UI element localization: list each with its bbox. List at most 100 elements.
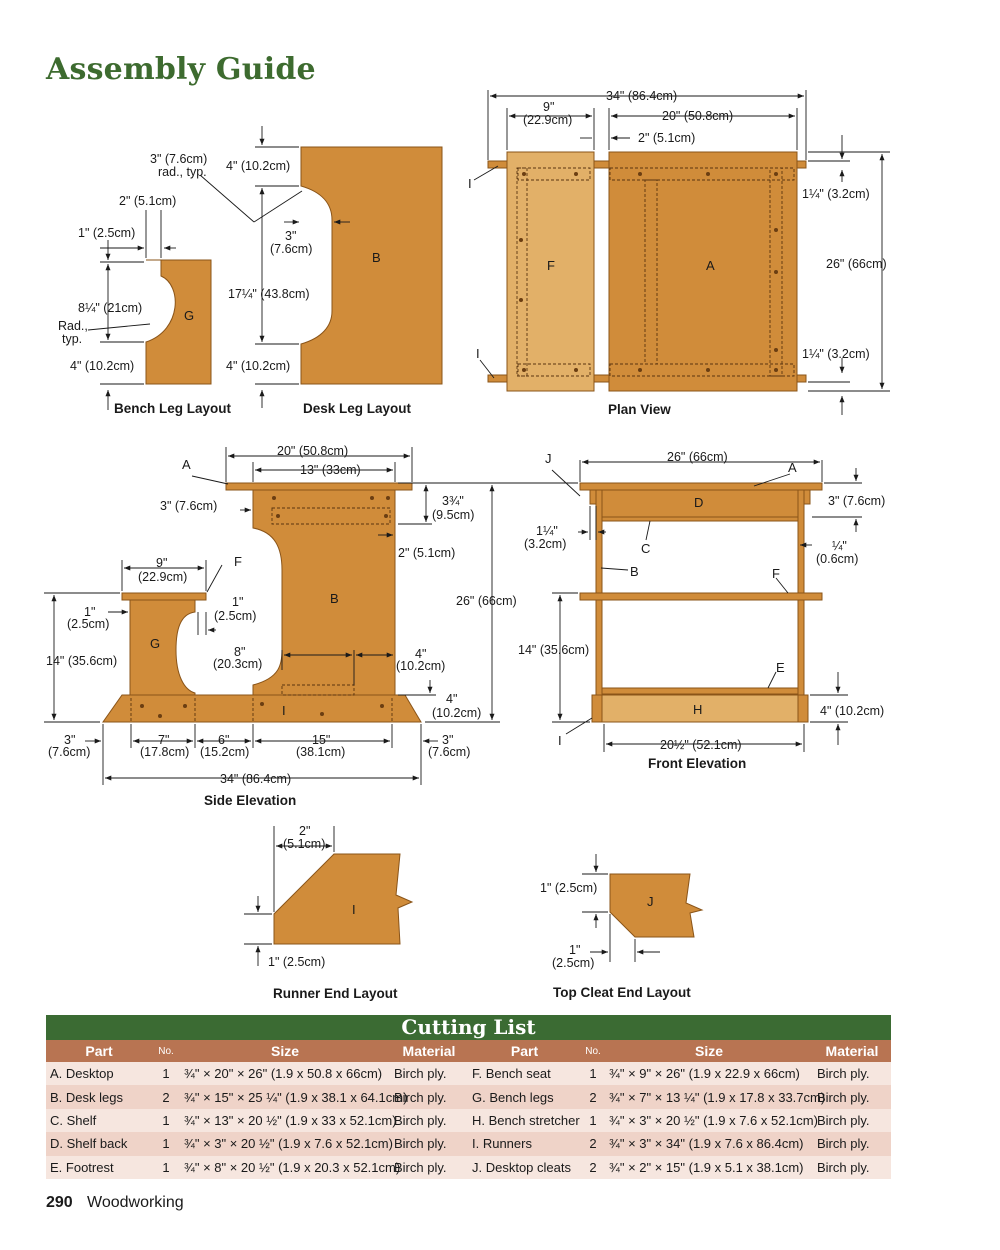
cutting-list: Cutting List Part No. Size Material Part… (46, 1015, 891, 1179)
side-dim-13a: 4" (446, 692, 457, 706)
plan-dim-4: 2" (5.1cm) (638, 131, 695, 145)
runner-end-board (273, 853, 414, 945)
front-dim-2: 3" (7.6cm) (828, 494, 885, 508)
side-dim-18a: 3" (442, 733, 453, 747)
side-dim-14a: 3" (64, 733, 75, 747)
page-number: 290 (46, 1194, 73, 1211)
size-cell: ¾" × 9" × 26" (1.9 x 22.9 x 66cm) (605, 1062, 813, 1086)
part-cell: D. Shelf back (46, 1132, 152, 1156)
side-caption: Side Elevation (204, 793, 296, 808)
runner-end-part-label: I (352, 902, 356, 917)
side-runner (102, 694, 422, 723)
bench-leg-dim-4a: Rad., (58, 319, 88, 333)
bench-leg-dim-2: 1" (2.5cm) (78, 226, 135, 240)
bench-leg-part-label: G (184, 308, 194, 323)
side-dim-17b: (38.1cm) (296, 745, 345, 759)
plan-dim-1: 34" (86.4cm) (606, 89, 677, 103)
side-dim-12a: 4" (415, 647, 426, 661)
plan-view: 34" (86.4cm) 9" (22.9cm) 20" (50.8cm) 2"… (468, 89, 890, 417)
runner-end-dim-1b: (5.1cm) (283, 837, 325, 851)
bench-leg-layout: 2" (5.1cm) 1" (2.5cm) 8¼" (21cm) Rad., t… (58, 194, 232, 416)
assembly-diagram: 2" (5.1cm) 1" (2.5cm) 8¼" (21cm) Rad., t… (44, 89, 890, 1001)
table-row: D. Shelf back 1 ¾" × 3" × 20 ½" (1.9 x 7… (46, 1132, 891, 1156)
desk-leg-dim-4: 17¼" (43.8cm) (228, 287, 310, 301)
side-bench-leg (129, 599, 196, 696)
size-cell: ¾" × 3" × 20 ½" (1.9 x 7.6 x 52.1cm) (180, 1132, 393, 1156)
front-cleat-left (589, 489, 597, 505)
front-desktop (579, 482, 823, 491)
plan-bench-seat (506, 151, 595, 392)
desk-leg-dim-3b: (7.6cm) (270, 242, 312, 256)
material-cell: Birch ply. (390, 1108, 468, 1133)
size-cell: ¾" × 13" × 20 ½" (1.9 x 33 x 52.1cm) (180, 1108, 397, 1133)
qty-cell: 1 (152, 1062, 180, 1086)
size-cell: ¾" × 3" × 34" (1.9 x 7.6 x 86.4cm) (605, 1132, 813, 1156)
front-part-f: F (772, 566, 780, 581)
desk-leg-part-label: B (372, 250, 381, 265)
material-cell: Birch ply. (390, 1132, 468, 1156)
cutting-list-title: Cutting List (46, 1015, 891, 1040)
size-cell: ¾" × 20" × 26" (1.9 x 50.8 x 66cm) (180, 1062, 390, 1086)
front-dim-3b: (3.2cm) (524, 537, 566, 551)
material-cell: Birch ply. (813, 1085, 891, 1109)
front-footrest (601, 687, 799, 695)
page-title: Assembly Guide (46, 52, 316, 87)
side-dim-7b: (22.9cm) (138, 570, 187, 584)
plan-caption: Plan View (608, 402, 671, 417)
top-cleat-caption: Top Cleat End Layout (553, 985, 691, 1000)
part-cell: E. Footrest (46, 1155, 152, 1179)
material-cell: Birch ply. (390, 1155, 468, 1179)
side-dim-4a: 3¾" (442, 494, 464, 508)
runner-end-dim-2: 1" (2.5cm) (268, 955, 325, 969)
side-dim-12b: (10.2cm) (396, 659, 445, 673)
table-row: E. Footrest 1 ¾" × 8" × 20 ½" (1.9 x 20.… (46, 1155, 891, 1179)
side-dim-5: 2" (5.1cm) (398, 546, 455, 560)
side-dim-8b: (2.5cm) (67, 617, 109, 631)
side-part-g: G (150, 636, 160, 651)
bench-leg-board (145, 259, 212, 385)
plan-part-f: F (547, 258, 555, 273)
top-cleat-dim-2a: 1" (569, 943, 580, 957)
desk-leg-dim-5: 4" (10.2cm) (226, 359, 290, 373)
side-desk-leg (252, 489, 396, 696)
side-dim-17a: 15" (312, 733, 330, 747)
part-cell: H. Bench stretcher (468, 1108, 581, 1133)
side-dim-4b: (9.5cm) (432, 508, 474, 522)
qty-cell: 1 (581, 1062, 605, 1086)
front-dim-4b: (0.6cm) (816, 552, 858, 566)
side-dim-2: 13" (33cm) (300, 463, 361, 477)
front-part-b: B (630, 564, 639, 579)
side-dim-1: 20" (50.8cm) (277, 444, 348, 458)
plan-dim-5: 1¼" (3.2cm) (802, 187, 870, 201)
side-dim-8a: 1" (84, 605, 95, 619)
part-cell: A. Desktop (46, 1062, 152, 1086)
header-part-right: Part (468, 1040, 581, 1062)
desk-leg-dim-1a: 3" (7.6cm) (150, 152, 207, 166)
top-cleat-board (609, 873, 704, 938)
plan-dim-6: 26" (66cm) (826, 257, 887, 271)
plan-dim-7: 1¼" (3.2cm) (802, 347, 870, 361)
header-no-right: No. (581, 1040, 605, 1062)
side-dim-11b: (20.3cm) (213, 657, 262, 671)
runner-end-layout: 2" (5.1cm) 1" (2.5cm) I Runner End Layou… (244, 824, 414, 1001)
plan-dim-2a: 9" (543, 100, 554, 114)
qty-cell: 1 (152, 1132, 180, 1156)
front-dim-6: 4" (10.2cm) (820, 704, 884, 718)
header-part-left: Part (46, 1040, 152, 1062)
top-cleat-dim-2b: (2.5cm) (552, 956, 594, 970)
side-dim-6: 26" (66cm) (456, 594, 517, 608)
cutting-list-header-row: Part No. Size Material Part No. Size Mat… (46, 1040, 891, 1062)
side-bench-seat (121, 592, 207, 601)
top-cleat-layout: 1" (2.5cm) 1" (2.5cm) J Top Cleat End La… (540, 854, 704, 1000)
side-dim-15a: 7" (158, 733, 169, 747)
front-runner-right (797, 694, 809, 723)
front-cleat-right (803, 489, 811, 505)
side-dim-9b: (2.5cm) (214, 609, 256, 623)
front-part-h: H (693, 702, 702, 717)
material-cell: Birch ply. (813, 1108, 891, 1133)
qty-cell: 2 (152, 1085, 180, 1109)
side-part-a: A (182, 457, 191, 472)
side-dim-16a: 6" (218, 733, 229, 747)
side-part-i: I (282, 703, 286, 718)
